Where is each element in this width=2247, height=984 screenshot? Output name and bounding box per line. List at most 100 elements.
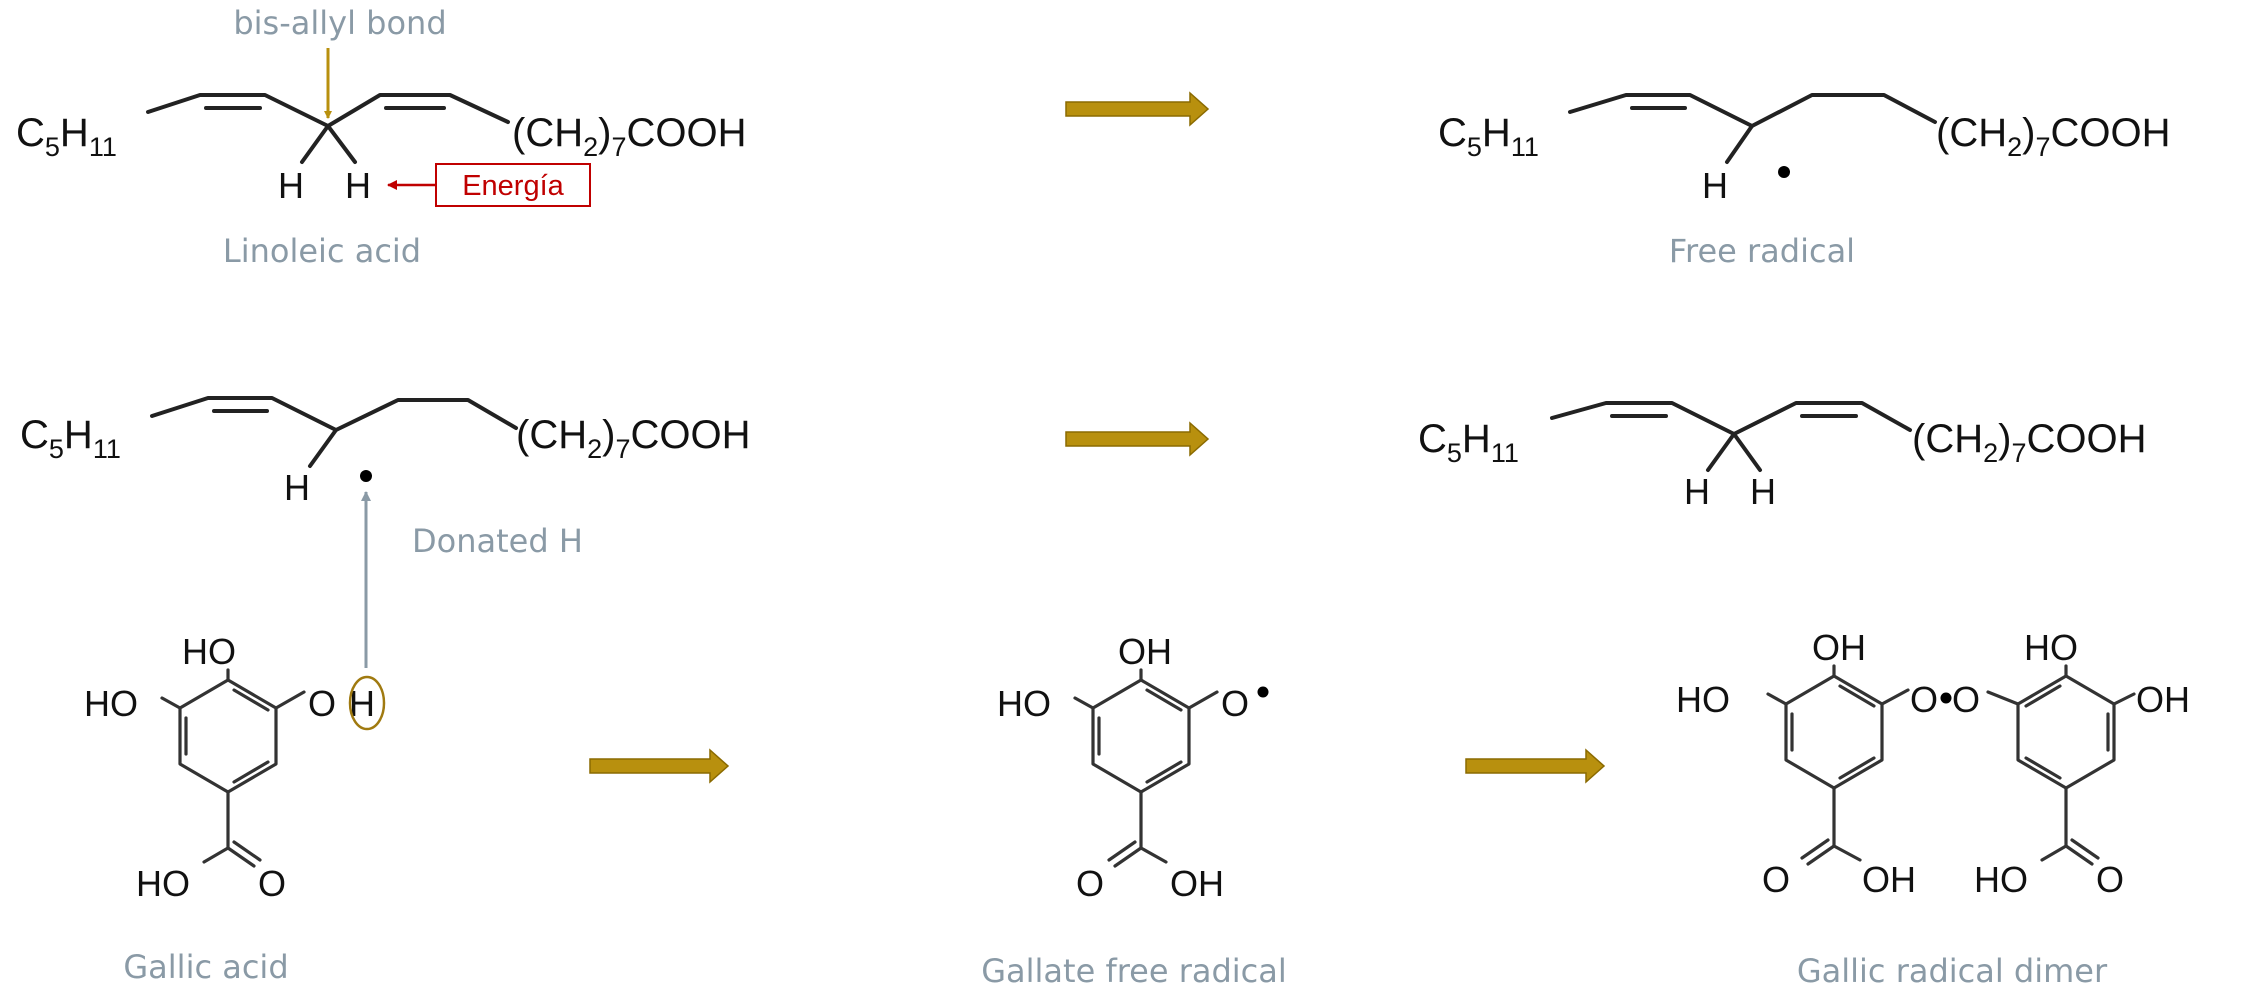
benzene-ring bbox=[178, 678, 278, 794]
c5h11-group: C5H11 bbox=[1418, 417, 1519, 468]
c5h11-group: C5H11 bbox=[1438, 111, 1539, 162]
hydroxyl-label: HO bbox=[997, 683, 1051, 724]
hydroxyl-label: HO bbox=[84, 683, 138, 724]
radical-dot-icon bbox=[1940, 692, 1952, 704]
hydroxyl-label: HO bbox=[1676, 679, 1730, 720]
linoleic-acid-caption: Linoleic acid bbox=[223, 232, 421, 270]
energy-label: Energía bbox=[462, 170, 564, 202]
arrow-right-icon bbox=[1065, 421, 1210, 457]
gallic-acid-structure: HO HO O H HO O bbox=[84, 631, 386, 904]
hydroxyl-label: OH bbox=[1170, 863, 1224, 904]
ring-double-bond bbox=[1145, 688, 1183, 712]
hydroxyl-label: HO bbox=[1974, 859, 2028, 900]
hydroxyl-label: OH bbox=[1862, 859, 1916, 900]
ch2-7-cooh-group: (CH2)7COOH bbox=[1936, 111, 2170, 162]
gallate-radical-caption: Gallate free radical bbox=[981, 952, 1287, 984]
hydroxyl-label: OH bbox=[1118, 631, 1172, 672]
substituent-bond bbox=[1832, 844, 1862, 862]
substituent-bond bbox=[2064, 844, 2094, 866]
hydrogen-label: H bbox=[345, 165, 371, 206]
substituent-bond bbox=[1800, 838, 1830, 860]
substituent-bond bbox=[202, 846, 230, 864]
oxygen-label: O bbox=[2096, 859, 2124, 900]
gallic-acid-caption: Gallic acid bbox=[123, 948, 288, 984]
substituent-bond bbox=[1986, 690, 2020, 706]
arrow-right-icon bbox=[1465, 748, 1606, 784]
c5h11-group: C5H11 bbox=[16, 111, 117, 162]
oxygen-label: O bbox=[308, 683, 336, 724]
linoleic-acid-regenerated-structure: C5H11 H H (CH2)7COOH bbox=[1418, 401, 2146, 512]
oxygen-label: O bbox=[258, 863, 286, 904]
donated-h-caption: Donated H bbox=[412, 522, 583, 560]
substituent-bond bbox=[1187, 690, 1219, 710]
gallic-dimer-structure: OH HO O O O OH HO OH HO O bbox=[1676, 627, 2190, 900]
carbon-chain bbox=[1568, 93, 1937, 128]
radical-dot-icon bbox=[360, 470, 372, 482]
hydroxyl-label: HO bbox=[136, 863, 190, 904]
c-h-bond bbox=[1732, 432, 1762, 472]
substituent-bond bbox=[2112, 692, 2136, 706]
linoleic-acid-structure: C5H11 H H (CH2)7COOH bbox=[16, 93, 746, 206]
substituent-bond bbox=[232, 840, 262, 862]
bis-allyl-caption: bis-allyl bond bbox=[233, 4, 446, 42]
ring-double-bond bbox=[1838, 684, 1876, 708]
ch2-7-cooh-group: (CH2)7COOH bbox=[1912, 417, 2146, 468]
substituent-bond bbox=[1766, 692, 1788, 706]
gallate-radical-structure: OH HO O O OH bbox=[997, 631, 1269, 904]
substituent-bond bbox=[1113, 846, 1143, 868]
ring-double-bond bbox=[1838, 756, 1876, 780]
ring-double-bond bbox=[2024, 756, 2062, 780]
hydroxyl-label: OH bbox=[2136, 679, 2190, 720]
free-radical-caption: Free radical bbox=[1669, 232, 1855, 270]
c-h-bond bbox=[1706, 432, 1736, 472]
oxygen-label: O bbox=[1076, 863, 1104, 904]
carbon-chain bbox=[1550, 401, 1912, 436]
c5h11-group: C5H11 bbox=[20, 413, 121, 464]
substituent-bond bbox=[1880, 688, 1910, 706]
c-h-bond bbox=[308, 428, 338, 468]
hydroxyl-label: HO bbox=[2024, 627, 2078, 668]
oxygen-label: O bbox=[1221, 683, 1249, 724]
arrow-right-icon bbox=[1065, 91, 1210, 127]
hydroxyl-label: OH bbox=[1812, 627, 1866, 668]
hydroxyl-label: HO bbox=[182, 631, 236, 672]
arrow-right-icon bbox=[589, 748, 730, 784]
benzene-ring bbox=[1784, 674, 1884, 790]
hydrogen-label: H bbox=[284, 467, 310, 508]
substituent-bond bbox=[274, 690, 306, 710]
substituent-bond bbox=[226, 846, 256, 868]
c-h-bond bbox=[326, 124, 357, 164]
hydrogen-label: H bbox=[1702, 165, 1728, 206]
ring-double-bond bbox=[232, 688, 270, 712]
c-h-bond bbox=[300, 124, 330, 164]
benzene-ring bbox=[2016, 674, 2116, 790]
radical-dot-icon bbox=[1257, 686, 1269, 698]
substituent-bond bbox=[1073, 696, 1095, 710]
hydrogen-label: H bbox=[1684, 471, 1710, 512]
ring-double-bond bbox=[1145, 760, 1183, 784]
ring-double-bond bbox=[2024, 684, 2062, 708]
donated-hydrogen-circle bbox=[348, 675, 386, 731]
gallic-dimer-caption: Gallic radical dimer bbox=[1797, 952, 2108, 984]
substituent-bond bbox=[1806, 844, 1836, 866]
benzene-ring bbox=[1091, 678, 1191, 794]
radical-dot-icon bbox=[1778, 166, 1790, 178]
substituent-bond bbox=[160, 696, 182, 710]
linoleic-radical-structure: C5H11 H (CH2)7COOH bbox=[20, 396, 750, 508]
energy-box bbox=[435, 163, 591, 207]
carbon-chain bbox=[150, 396, 518, 432]
hydrogen-label: H bbox=[1750, 471, 1776, 512]
ch2-7-cooh-group: (CH2)7COOH bbox=[512, 111, 746, 162]
c-h-bond bbox=[1725, 124, 1754, 164]
oxygen-label: O bbox=[1910, 679, 1938, 720]
hydrogen-label: H bbox=[278, 165, 304, 206]
substituent-bond bbox=[1107, 840, 1137, 862]
ch2-7-cooh-group: (CH2)7COOH bbox=[516, 413, 750, 464]
substituent-bond bbox=[1139, 846, 1168, 864]
free-radical-structure: C5H11 H (CH2)7COOH bbox=[1438, 93, 2170, 206]
oxygen-label: O bbox=[1952, 679, 1980, 720]
ring-double-bond bbox=[232, 760, 270, 784]
substituent-bond bbox=[2070, 838, 2100, 860]
oxygen-label: O bbox=[1762, 859, 1790, 900]
